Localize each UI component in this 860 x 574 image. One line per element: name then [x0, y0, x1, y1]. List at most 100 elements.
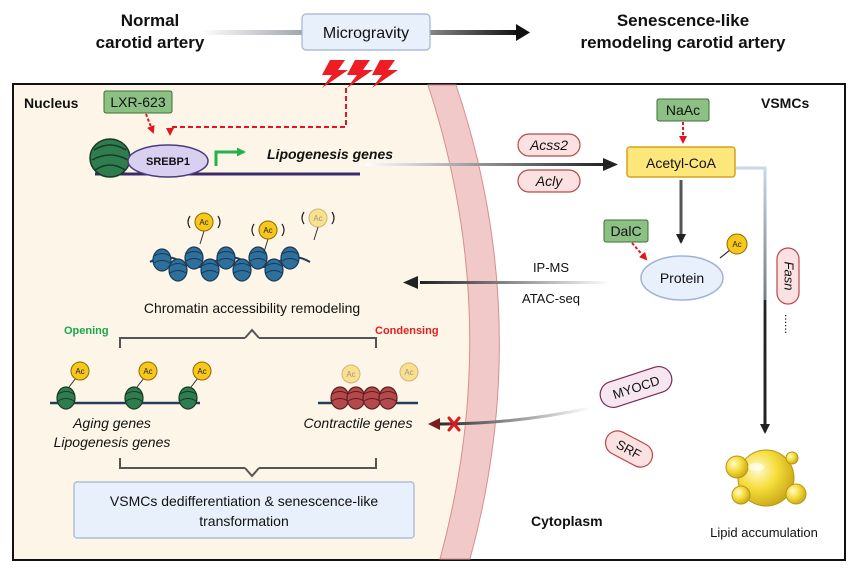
microgravity-activation-arrow: [166, 88, 347, 136]
vsmcs-label: VSMCs: [761, 95, 809, 111]
lipogenesis-genes-label: Lipogenesis genes: [267, 146, 393, 162]
open-chromatin: Ac Ac Ac: [56, 361, 212, 410]
header-arrowhead: [516, 24, 530, 41]
nucleosome-icon: [178, 386, 198, 410]
chromatin-remodeling-label: Chromatin accessibility remodeling: [144, 300, 360, 316]
myocd-to-contractile-arrow: [432, 406, 591, 426]
senescence-artery-subtitle: remodeling carotid artery: [580, 33, 786, 52]
protein-label: Protein: [660, 270, 704, 286]
bracket-peak: [244, 328, 260, 339]
nucleosome-icon: [124, 386, 144, 410]
nucleosome-icon: [346, 386, 366, 410]
myocd-pill: [599, 365, 673, 409]
ip-ms-label: IP-MS: [533, 260, 569, 275]
lxr623-label: LXR-623: [110, 94, 165, 110]
normal-artery-subtitle: carotid artery: [96, 33, 205, 52]
nucleosome-icon: [362, 386, 382, 410]
nucleosome-icon: [330, 386, 350, 410]
inhibition-x-icon: [447, 416, 461, 432]
result-bracket: [119, 458, 377, 469]
svg-text:Ac: Ac: [404, 368, 413, 377]
dalc-box: [603, 219, 649, 243]
srebp1-factor: [127, 144, 209, 178]
chromatin-nucleosome: [264, 258, 284, 282]
chromatin-nucleosome: [232, 258, 252, 282]
protein-to-chromatin-arrowhead: [403, 276, 418, 289]
acetyl-coa-label: Acetyl-CoA: [646, 155, 717, 171]
naac-box: [656, 98, 710, 122]
svg-text:Ac: Ac: [313, 214, 322, 223]
microgravity-label: Microgravity: [323, 25, 409, 42]
protein-ellipse: [640, 255, 724, 301]
fasn-label: Fasn: [782, 262, 797, 291]
lipid-droplet-icon: [725, 449, 807, 507]
normal-artery-title: Normal: [121, 11, 180, 30]
nucleosome-icon: [56, 386, 76, 410]
acetyl-group-icon: Ac: [399, 362, 419, 382]
chromatin-nucleosome: [184, 246, 204, 270]
nucleosome-icon: [378, 386, 398, 410]
naac-label: NaAc: [666, 102, 700, 118]
acetyl-group-icon: Ac: [308, 208, 328, 228]
result-bracket-peak: [244, 467, 260, 478]
protein-to-chromatin-arrow: [420, 281, 610, 284]
acly-pill: [517, 169, 581, 193]
acss2-pill: [517, 133, 581, 157]
nuclear-membrane: [427, 84, 500, 560]
cytoplasm-label: Cytoplasm: [531, 513, 603, 529]
opening-label: Opening: [64, 325, 109, 337]
nucleus-region: [14, 85, 470, 559]
atac-seq-label: ATAC-seq: [522, 291, 580, 306]
acetyl-group-icon: Ac: [70, 361, 90, 381]
remodeling-bracket: [119, 337, 377, 348]
svg-text:Ac: Ac: [263, 226, 272, 235]
nucleosome-icon: [89, 138, 131, 178]
dalc-label: DalC: [610, 223, 641, 239]
lipogenesis-to-acetylcoa-arrow: [365, 163, 605, 166]
fasn-pill: [776, 247, 800, 305]
chromatin-nucleosome: [216, 246, 236, 270]
chromatin-nucleosome: [168, 258, 188, 282]
svg-text:Ac: Ac: [199, 218, 208, 227]
acetyl-group-icon: Ac: [258, 220, 278, 240]
header-right-arrow-shaft: [428, 30, 518, 35]
svg-text:Ac: Ac: [75, 367, 84, 376]
condensing-label: Condensing: [375, 325, 439, 337]
dalc-activation-arrow: [631, 242, 648, 261]
chromatin-nucleosome: [248, 246, 268, 270]
chromatin-nucleosome: [200, 258, 220, 282]
condensed-chromatin: Ac Ac: [330, 362, 419, 410]
outcome-box: [73, 481, 415, 539]
outcome-line1: VSMCs dedifferentiation & senescence-lik…: [110, 493, 378, 509]
srebp1-label: SREBP1: [146, 156, 190, 168]
header-left-arrow-tail: [200, 30, 310, 35]
lipid-accumulation-label: Lipid accumulation: [710, 525, 818, 540]
svg-text:Ac: Ac: [346, 370, 355, 379]
lxr623-box: [103, 90, 173, 114]
acetyl-coa-box: [626, 146, 736, 178]
outcome-line2: transformation: [199, 513, 288, 529]
microgravity-box: [301, 13, 431, 51]
chromatin-nucleosome: [152, 248, 172, 272]
acss2-label: Acss2: [529, 137, 568, 153]
chromatin-fiber: [149, 246, 311, 282]
svg-text:Ac: Ac: [143, 367, 152, 376]
svg-text:Ac: Ac: [732, 240, 741, 249]
nucleus-label: Nucleus: [24, 95, 79, 111]
srf-pill: [604, 430, 654, 468]
myocd-arrowhead: [428, 418, 440, 430]
lightning-icon: [322, 60, 398, 88]
acetyl-group-icon: Ac: [138, 361, 158, 381]
acetyl-group-icon: Ac: [192, 361, 212, 381]
lipogenesis-arrowhead: [603, 158, 618, 171]
acetyl-group-icon: Ac: [719, 233, 748, 259]
senescence-artery-title: Senescence-like: [617, 11, 749, 30]
fasn-continuation: ......: [782, 314, 796, 334]
acetyl-group-icon: Ac: [341, 364, 361, 384]
transcription-start-arrow: [214, 147, 246, 166]
acly-label: Acly: [535, 173, 563, 189]
aging-genes-label: Aging genes: [72, 415, 151, 431]
